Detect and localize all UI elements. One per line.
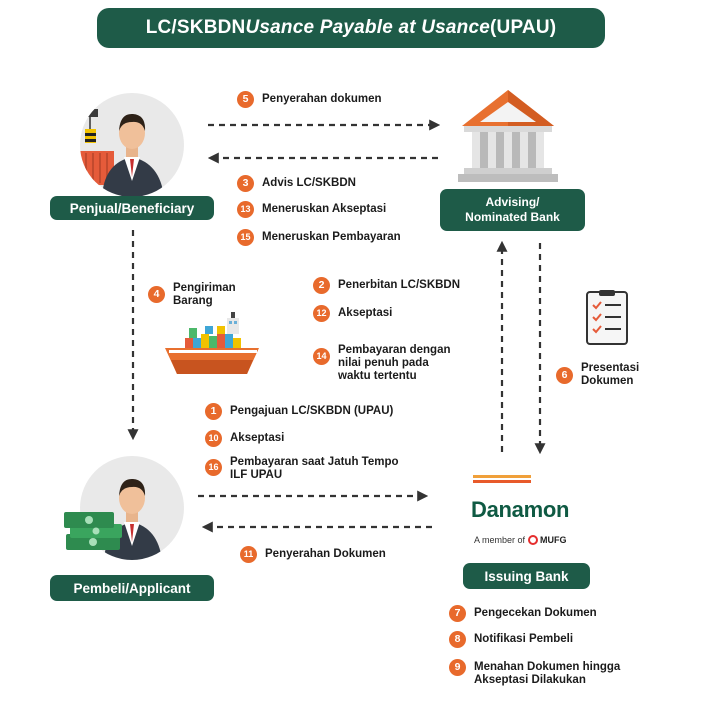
title-suffix: (UPAU) [490, 17, 557, 38]
member-prefix: A member of [474, 535, 526, 545]
step-text: Pengiriman Barang [173, 282, 236, 307]
step-16: 16 Pembayaran saat Jatuh Tempo ILF UPAU [205, 456, 399, 482]
mufg-text: MUFG [540, 535, 567, 545]
step-7: 7 Pengecekan Dokumen [449, 605, 597, 622]
buyer-label: Pembeli/Applicant [50, 575, 214, 601]
step-number: 11 [240, 546, 257, 563]
document-checklist [585, 290, 631, 346]
step-12: 12 Akseptasi [313, 305, 393, 322]
step-14: 14 Pembayaran dengan nilai penuh pada wak… [313, 344, 450, 383]
step-13: 13 Meneruskan Akseptasi [237, 201, 387, 218]
step-text: Penyerahan dokumen [262, 93, 382, 105]
step-text: Menahan Dokumen hingga Akseptasi Dilakuk… [474, 661, 621, 686]
money-stack [64, 510, 124, 552]
step-number: 13 [237, 201, 254, 218]
step-number: 8 [449, 631, 466, 648]
businessman-with-container-crane-icon [80, 109, 164, 197]
danamon-stripes-icon [473, 475, 531, 483]
step-text: Pembayaran saat Jatuh Tempo ILF UPAU [230, 456, 399, 481]
cargo-ship-icon [165, 312, 259, 374]
step-8: 8 Notifikasi Pembeli [449, 631, 574, 648]
bank-building-icon [458, 90, 558, 182]
step-10: 10 Akseptasi [205, 430, 285, 447]
step-2: 2 Penerbitan LC/SKBDN [313, 277, 461, 294]
money-stack-icon [64, 512, 122, 550]
step-text: Pembayaran dengan nilai penuh pada waktu… [338, 344, 451, 382]
step-text: Presentasi Dokumen [581, 362, 640, 387]
advising-bank-building [458, 86, 558, 186]
step-number: 9 [449, 659, 466, 676]
step-9: 9 Menahan Dokumen hingga Akseptasi Dilaku… [449, 659, 621, 687]
step-number: 14 [313, 348, 330, 365]
step-number: 3 [237, 175, 254, 192]
mufg-logo-icon [528, 535, 539, 545]
seller-avatar [80, 93, 184, 197]
step-number: 1 [205, 403, 222, 420]
step-4: 4 Pengiriman Barang [148, 282, 236, 308]
step-text: Pengecekan Dokumen [474, 607, 597, 619]
step-text: Akseptasi [338, 307, 393, 319]
step-number: 4 [148, 286, 165, 303]
step-1: 1 Pengajuan LC/SKBDN (UPAU) [205, 403, 394, 420]
step-text: Penyerahan Dokumen [265, 548, 386, 560]
step-text: Pengajuan LC/SKBDN (UPAU) [230, 405, 394, 417]
step-number: 15 [237, 229, 254, 246]
step-number: 12 [313, 305, 330, 322]
step-text: Notifikasi Pembeli [474, 633, 574, 645]
seller-label: Penjual/Beneficiary [50, 196, 214, 220]
step-number: 7 [449, 605, 466, 622]
step-text: Penerbitan LC/SKBDN [338, 279, 461, 291]
step-number: 10 [205, 430, 222, 447]
member-of-mufg: A member of MUFG [474, 535, 567, 545]
advising-bank-label: Advising/ Nominated Bank [440, 189, 585, 231]
step-11: 11 Penyerahan Dokumen [240, 546, 386, 563]
checklist-document-icon [586, 290, 628, 345]
step-number: 16 [205, 459, 222, 476]
step-text: Advis LC/SKBDN [262, 177, 356, 189]
danamon-name: Danamon [471, 497, 570, 522]
step-number: 2 [313, 277, 330, 294]
step-number: 5 [237, 91, 254, 108]
issuing-bank-label: Issuing Bank [463, 563, 590, 589]
step-number: 6 [556, 367, 573, 384]
step-text: Meneruskan Pembayaran [262, 231, 401, 243]
step-15: 15 Meneruskan Pembayaran [237, 229, 401, 246]
title-italic: Usance Payable at Usance [245, 17, 491, 38]
step-5: 5 Penyerahan dokumen [237, 91, 382, 108]
title-prefix: LC/SKBDN [145, 17, 246, 38]
step-3: 3 Advis LC/SKBDN [237, 175, 356, 192]
cargo-ship [163, 312, 261, 382]
step-text: Meneruskan Akseptasi [262, 203, 387, 215]
step-text: Akseptasi [230, 432, 285, 444]
diagram-title: LC/SKBDN Usance Payable at Usance (UPAU) [97, 8, 605, 48]
step-6: 6 Presentasi Dokumen [556, 362, 639, 388]
danamon-logo: Danamon [471, 475, 570, 523]
